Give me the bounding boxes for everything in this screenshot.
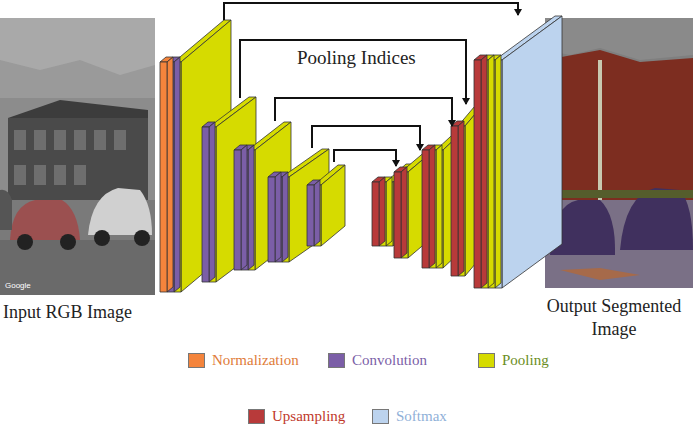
layer-slab bbox=[481, 55, 487, 288]
legend-swatch bbox=[328, 353, 345, 368]
legend-text: Convolution bbox=[352, 352, 427, 369]
legend-entry: Normalization bbox=[188, 352, 299, 369]
layer-slab bbox=[248, 145, 254, 270]
layer-slab bbox=[282, 172, 288, 262]
legend-text: Pooling bbox=[502, 352, 549, 369]
layer-slab bbox=[436, 145, 442, 268]
image-caption: Output Segmented Image bbox=[536, 295, 692, 342]
layer-slab bbox=[268, 177, 275, 262]
legend-text: Softmax bbox=[396, 408, 447, 425]
layer-slab bbox=[401, 167, 407, 258]
section-label: Pooling Indices bbox=[297, 47, 416, 69]
layer-slab bbox=[314, 180, 320, 246]
layer-slab bbox=[386, 177, 392, 246]
output-segmentation bbox=[545, 18, 693, 288]
watermark: Google bbox=[5, 281, 31, 290]
legend-swatch bbox=[188, 353, 205, 368]
layer-slab bbox=[458, 121, 464, 276]
legend-entry: Convolution bbox=[328, 352, 427, 369]
legend-swatch bbox=[478, 353, 495, 368]
layer-slab bbox=[174, 57, 180, 292]
layer-slab bbox=[394, 172, 401, 258]
layer-slab bbox=[379, 177, 385, 246]
legend-swatch bbox=[372, 409, 389, 424]
network-layers bbox=[160, 16, 562, 292]
layer-slab bbox=[502, 16, 562, 288]
layer-slab bbox=[372, 182, 379, 246]
layer-slab bbox=[241, 145, 247, 270]
layer-slab bbox=[216, 97, 256, 282]
layer-slab bbox=[167, 57, 173, 292]
layer-slab bbox=[422, 150, 429, 268]
layer-slab bbox=[488, 55, 494, 288]
layer-slab bbox=[451, 126, 458, 276]
input-photo bbox=[0, 18, 155, 295]
legend-entry: Pooling bbox=[478, 352, 549, 369]
legend-entry: Softmax bbox=[372, 408, 447, 425]
image-caption: Input RGB Image bbox=[3, 302, 132, 323]
layer-slab bbox=[321, 165, 345, 246]
layer-slab bbox=[429, 145, 435, 268]
layer-slab bbox=[307, 185, 314, 246]
layer-slab bbox=[209, 122, 215, 282]
legend-swatch bbox=[248, 409, 265, 424]
layer-slab bbox=[160, 62, 167, 292]
layer-slab bbox=[202, 127, 209, 282]
legend-text: Upsampling bbox=[272, 408, 345, 425]
legend-entry: Upsampling bbox=[248, 408, 345, 425]
layer-slab bbox=[495, 55, 501, 288]
layer-slab bbox=[275, 172, 281, 262]
pooling-index-arrows bbox=[224, 3, 518, 166]
layer-slab bbox=[255, 122, 291, 270]
layer-slab bbox=[474, 60, 481, 288]
legend-text: Normalization bbox=[212, 352, 299, 369]
layer-slab bbox=[234, 150, 241, 270]
